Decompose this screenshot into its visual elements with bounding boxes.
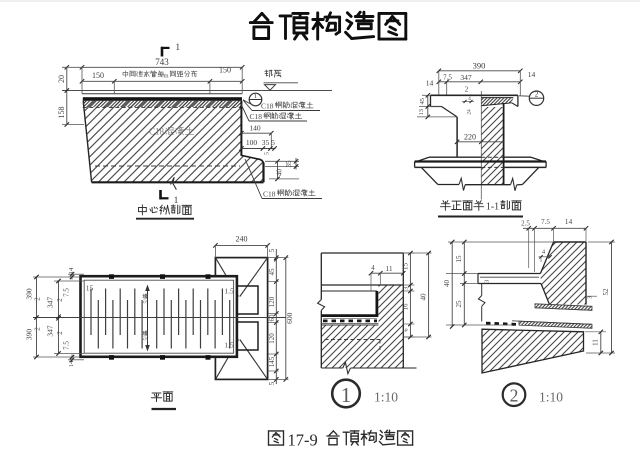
svg-text:16: 16: [401, 303, 409, 311]
svg-text:11: 11: [591, 339, 599, 346]
svg-text:C18: C18: [250, 112, 263, 121]
svg-text:120: 120: [268, 296, 276, 307]
svg-text:3: 3: [402, 287, 409, 290]
svg-text:150: 150: [92, 71, 104, 80]
svg-text:13: 13: [418, 109, 425, 116]
svg-text:120: 120: [268, 333, 276, 344]
svg-text:1: 1: [174, 195, 179, 205]
svg-text:1: 1: [341, 383, 352, 407]
svg-text:347: 347: [460, 73, 472, 82]
svg-text:347: 347: [46, 325, 55, 337]
svg-text:2: 2: [34, 297, 42, 301]
svg-text:1.5: 1.5: [224, 287, 234, 296]
svg-text:45: 45: [268, 268, 276, 276]
svg-text:2.5: 2.5: [521, 219, 530, 227]
svg-text:140: 140: [249, 124, 261, 133]
svg-text:4: 4: [371, 264, 375, 272]
svg-text:14: 14: [426, 79, 434, 88]
svg-text:1:10: 1:10: [374, 390, 398, 405]
svg-text:1-1: 1-1: [486, 202, 499, 213]
svg-text:14: 14: [68, 267, 75, 274]
svg-text:600: 600: [285, 312, 294, 324]
svg-text:24: 24: [467, 109, 473, 115]
svg-text:390: 390: [473, 60, 486, 70]
svg-text:5%: 5%: [143, 295, 150, 303]
svg-text:5: 5: [268, 248, 276, 252]
svg-text:150: 150: [219, 66, 231, 75]
svg-text:1: 1: [176, 42, 181, 52]
svg-text:14: 14: [565, 217, 573, 226]
svg-text:5: 5: [268, 381, 276, 385]
svg-text:C18: C18: [149, 127, 165, 137]
svg-text:6: 6: [402, 328, 409, 332]
svg-text:2: 2: [465, 86, 469, 94]
svg-text:2: 2: [510, 386, 519, 406]
svg-text:m: m: [163, 73, 168, 80]
svg-text:11: 11: [385, 264, 392, 273]
svg-text:7.5: 7.5: [541, 218, 550, 226]
svg-text:220: 220: [464, 133, 476, 142]
svg-text:60: 60: [268, 314, 276, 322]
svg-text:1:10: 1:10: [539, 390, 563, 405]
svg-text:40: 40: [443, 280, 451, 288]
svg-text:15: 15: [401, 263, 409, 271]
svg-text:390: 390: [25, 288, 34, 300]
svg-text:40: 40: [276, 169, 284, 177]
svg-text:4: 4: [468, 96, 471, 102]
svg-text:7.5: 7.5: [63, 341, 71, 350]
svg-text:743: 743: [155, 57, 169, 67]
svg-text:2: 2: [56, 331, 64, 335]
svg-text:100: 100: [246, 138, 258, 147]
svg-text:40: 40: [420, 293, 428, 301]
svg-text:2: 2: [535, 91, 539, 99]
svg-text:15: 15: [455, 255, 463, 263]
svg-text:7.5: 7.5: [63, 288, 71, 297]
svg-text:17-9: 17-9: [288, 431, 318, 450]
svg-text:14: 14: [528, 70, 536, 79]
svg-text:3: 3: [484, 280, 491, 283]
svg-text:C18: C18: [261, 101, 274, 110]
svg-text:7.5: 7.5: [443, 73, 452, 81]
svg-text:35: 35: [285, 160, 293, 168]
svg-text:145: 145: [268, 356, 276, 367]
svg-text:5: 5: [264, 152, 270, 155]
svg-text:3: 3: [588, 296, 594, 299]
svg-text:5: 5: [271, 138, 275, 147]
svg-text:25: 25: [455, 300, 463, 308]
svg-text:1: 1: [254, 93, 257, 100]
svg-text:5%: 5%: [143, 332, 150, 340]
svg-text:52: 52: [602, 288, 610, 296]
svg-text:347: 347: [46, 297, 55, 309]
svg-text:45: 45: [419, 98, 426, 105]
svg-text:14: 14: [68, 360, 75, 367]
svg-text:2: 2: [34, 327, 42, 331]
svg-text:C18: C18: [263, 189, 276, 198]
svg-text:2: 2: [56, 298, 64, 302]
svg-text:35: 35: [262, 138, 270, 147]
svg-text:1.5: 1.5: [224, 341, 234, 350]
svg-text:390: 390: [25, 329, 34, 341]
svg-text:240: 240: [236, 235, 248, 244]
svg-text:158: 158: [57, 107, 66, 119]
svg-text:4: 4: [542, 248, 546, 255]
svg-text:20: 20: [57, 75, 66, 83]
svg-text:15: 15: [86, 284, 94, 293]
